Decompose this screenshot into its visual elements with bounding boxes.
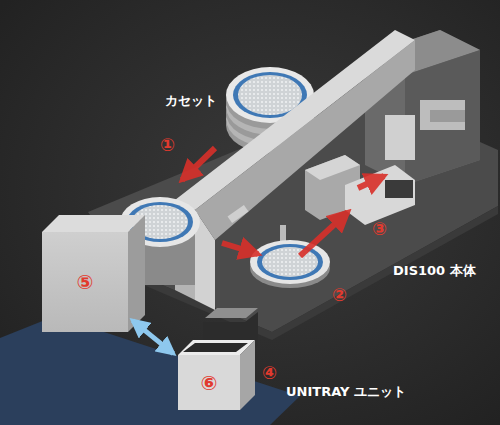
cabinet-box: ⑤ bbox=[42, 232, 128, 332]
gantry bbox=[175, 30, 415, 310]
part-label: カセット bbox=[165, 92, 217, 110]
part-label: DIS100 本体 bbox=[393, 262, 476, 280]
process-arrows bbox=[182, 148, 384, 256]
part-label: UNITRAY ユニット bbox=[286, 383, 406, 401]
callout-number: ⑤ bbox=[77, 270, 94, 294]
cabinet bbox=[42, 215, 145, 332]
callout-number: ④ bbox=[262, 362, 277, 383]
unitray-box: ⑥ bbox=[178, 355, 240, 410]
transfer-arrow bbox=[133, 321, 174, 354]
callout-number: ① bbox=[160, 134, 175, 155]
callout-number: ⑥ bbox=[201, 371, 218, 395]
callout-number: ② bbox=[332, 284, 347, 305]
callout-number: ③ bbox=[372, 218, 387, 239]
unitray-trays bbox=[178, 308, 258, 410]
chuck-table bbox=[250, 240, 330, 288]
